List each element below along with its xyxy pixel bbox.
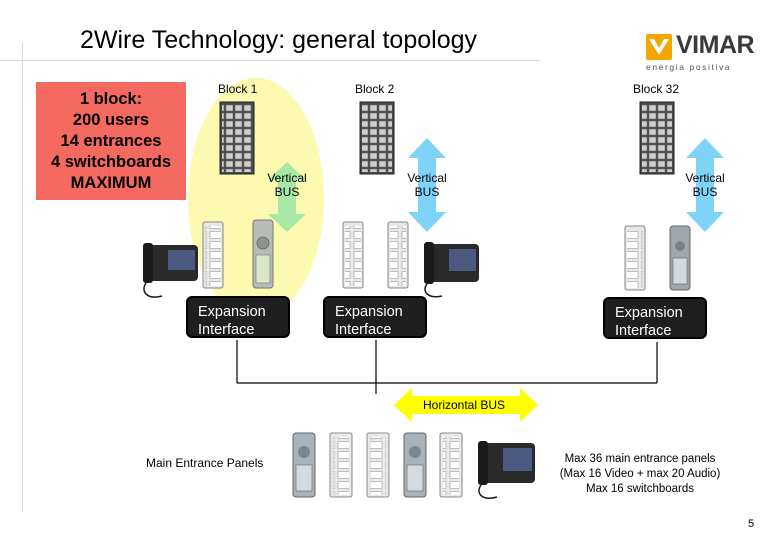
max-line: MAXIMUM (70, 173, 152, 192)
logo-tagline: energia positiva (646, 62, 732, 72)
page-number: 5 (748, 518, 755, 530)
switchboard-phone-icon (143, 243, 198, 298)
entrance-panel-audio (387, 221, 409, 289)
vertical-bus-label-32: Vertical BUS (685, 171, 725, 199)
max-capacity-box: 1 block: 200 users 14 entrances 4 switch… (36, 82, 186, 200)
vimar-logo-icon (646, 34, 672, 60)
building-block-2 (359, 101, 395, 175)
vertical-bus-arrow-2 (408, 138, 446, 232)
left-divider (22, 42, 23, 512)
block-2-label: Block 2 (355, 82, 395, 96)
vertical-bus-label-1: Vertical BUS (267, 171, 307, 199)
vertical-bus-arrow-1 (268, 162, 306, 232)
switchboard-phone-icon (424, 242, 479, 298)
expansion-interface-block-32: Expansion Interface (603, 297, 707, 339)
logo-name: VIMAR (676, 31, 755, 59)
entrance-panel-video (624, 225, 646, 291)
block-32-label: Block 32 (633, 82, 680, 96)
entrance-panel-audio (202, 221, 224, 289)
slide-title: 2Wire Technology: general topology (80, 26, 478, 54)
vertical-bus-arrow-32 (686, 138, 724, 232)
title-divider (0, 60, 540, 61)
entrance-panel-video (342, 221, 364, 289)
vertical-bus-label-2: Vertical BUS (407, 171, 447, 199)
main-entrance-panel (366, 432, 390, 498)
main-entrance-panel (403, 432, 427, 498)
main-entrance-panel (439, 432, 463, 498)
building-block-1 (219, 101, 255, 175)
building-block-32 (639, 101, 675, 175)
horizontal-bus-label: Horizontal BUS (423, 398, 506, 412)
expansion-interface-block-2: Expansion Interface (323, 296, 427, 338)
max-line: 14 entrances (60, 131, 162, 150)
max-line: 1 block: (79, 89, 143, 108)
block-1-label: Block 1 (218, 82, 258, 96)
main-entrance-panel (292, 432, 316, 498)
horizontal-bus-arrow (394, 388, 538, 422)
expansion-interface-block-1: Expansion Interface (186, 296, 290, 338)
switchboard-phone-icon (478, 441, 535, 499)
entrance-panel-keypad (252, 219, 274, 289)
max-line: 4 switchboards (50, 152, 172, 171)
max-line: 200 users (72, 110, 150, 129)
limits-note: Max 36 main entrance panels (Max 16 Vide… (559, 453, 721, 495)
main-entrance-panel (329, 432, 353, 498)
entrance-panel-keypad (669, 225, 691, 291)
main-entrance-panels-label: Main Entrance Panels (146, 456, 264, 470)
